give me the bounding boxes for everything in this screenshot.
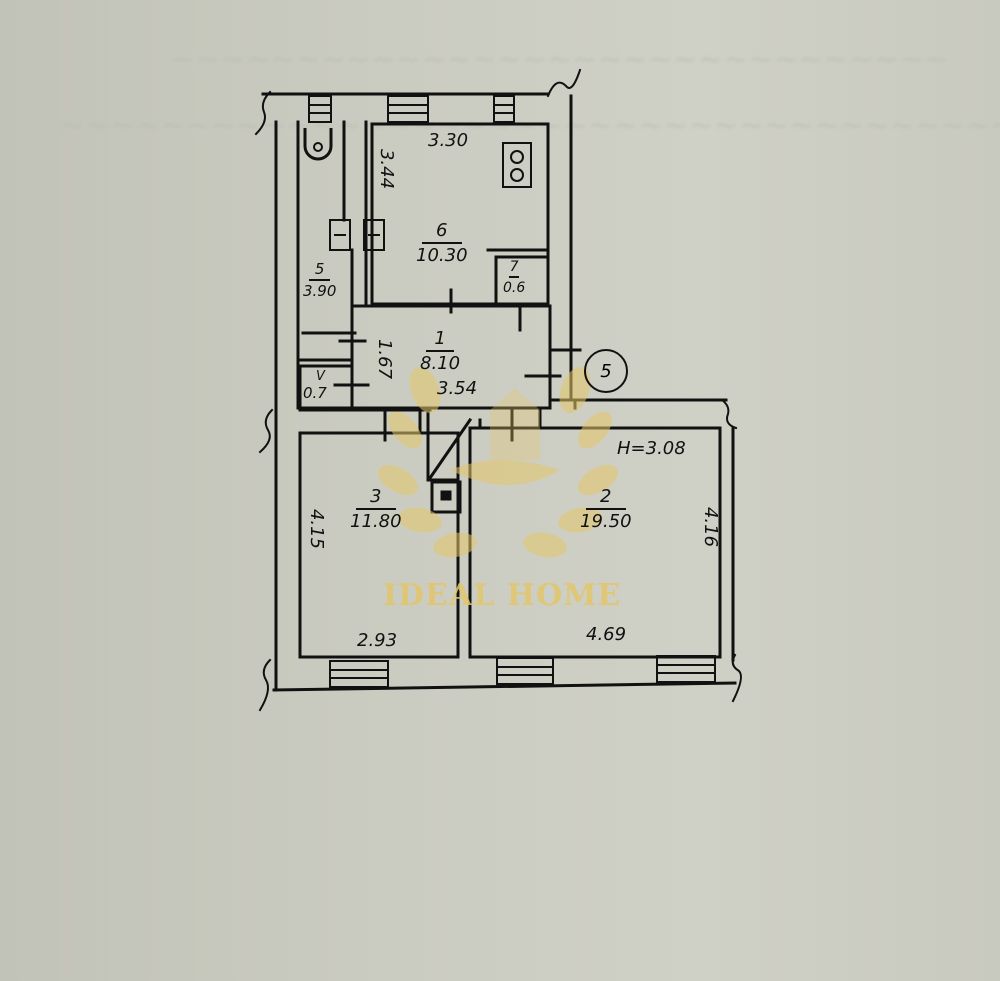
watermark-text: IDEAL HOME bbox=[383, 578, 622, 613]
room-3-length-label: 4.15 bbox=[306, 508, 328, 550]
ceiling-height-label: H=3.08 bbox=[617, 438, 686, 459]
apartment-number-marker: 5 bbox=[584, 349, 628, 393]
room-5-label: 5 3.90 bbox=[303, 260, 337, 300]
stove-icon bbox=[502, 142, 532, 188]
room-3-width-label: 2.93 bbox=[357, 630, 398, 651]
room-V-id: V bbox=[316, 369, 325, 384]
room-3-label: 3 11.80 bbox=[350, 486, 402, 532]
hall-width-label: 1.67 bbox=[374, 338, 396, 380]
kitchen-width-label: 3.30 bbox=[428, 130, 469, 151]
room-2-length-label: 4.16 bbox=[700, 506, 722, 548]
watermark-laurel-icon bbox=[378, 366, 618, 558]
room-2-width-label: 4.69 bbox=[586, 624, 627, 645]
kitchen-length-label: 3.44 bbox=[376, 148, 398, 190]
room-2-label: 2 19.50 bbox=[580, 486, 632, 532]
toilet-icon bbox=[303, 128, 333, 161]
room-1-label: 1 8.10 bbox=[420, 328, 461, 374]
hall-length-label: 3.54 bbox=[437, 378, 478, 399]
bleed-through-text: ~~~~~~~~~~~~~~~~~~~~~~~~~~~~~~~ bbox=[170, 42, 950, 77]
room-V-area: 0.7 bbox=[303, 384, 327, 402]
room-7-label: 7 0.6 bbox=[503, 259, 526, 296]
room-6-label: 6 10.30 bbox=[416, 220, 468, 266]
ventilation-shaft-icon bbox=[329, 219, 385, 251]
